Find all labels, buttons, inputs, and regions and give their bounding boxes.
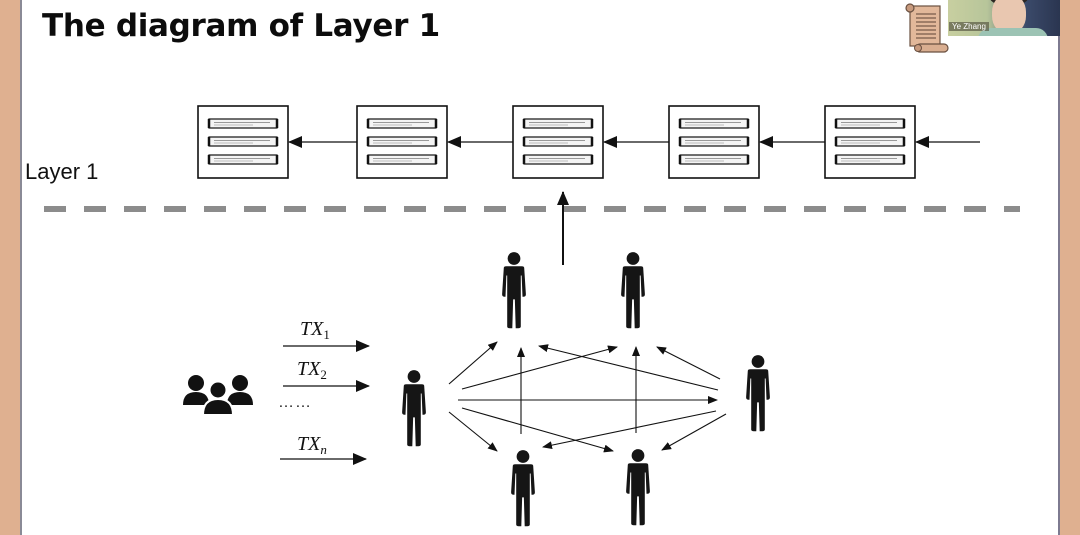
person-icon-sender [402, 370, 426, 447]
block [668, 105, 760, 179]
block [356, 105, 448, 179]
users-group-icon [183, 375, 253, 416]
block [512, 105, 604, 179]
slide [20, 0, 1060, 535]
tx-label-1: TX1 [300, 318, 330, 342]
tx-label-2: TX2 [297, 358, 327, 382]
person-icon-bottom-right [626, 449, 650, 526]
p2p-network [402, 191, 770, 527]
block-record [208, 136, 278, 147]
block [197, 105, 289, 179]
video-thumbnail[interactable]: Ye Zhang [948, 0, 1060, 36]
block-record [367, 136, 437, 147]
participant-name: Ye Zhang [949, 22, 989, 31]
block-record [367, 154, 437, 165]
tx-ellipsis: …… [278, 394, 312, 411]
scroll-icon [905, 3, 949, 53]
slide-title: The diagram of Layer 1 [42, 8, 440, 44]
block-record [835, 136, 905, 147]
transaction-arrows [280, 340, 370, 465]
block [824, 105, 916, 179]
block-record [679, 154, 749, 165]
block-record [523, 118, 593, 129]
network-arrow [542, 410, 717, 450]
block-record [367, 118, 437, 129]
network-arrow [448, 411, 498, 452]
person-icon-top-left [502, 252, 526, 329]
network-arrow [656, 346, 721, 380]
tx-label-n: TXn [297, 433, 327, 457]
participant-shirt [978, 28, 1048, 36]
block-record [679, 136, 749, 147]
block-record [679, 118, 749, 129]
block-record [208, 118, 278, 129]
block-record [523, 154, 593, 165]
network-arrow [461, 345, 618, 390]
network-arrow [448, 341, 498, 385]
layer-label: Layer 1 [25, 159, 99, 184]
person-icon-bottom-left [511, 450, 535, 527]
person-icon-right [746, 355, 770, 432]
network-arrow [538, 344, 719, 391]
block-record [835, 118, 905, 129]
block-record [835, 154, 905, 165]
network-arrow [661, 413, 727, 451]
network-arrow [461, 407, 614, 453]
block-record [208, 154, 278, 165]
block-record [523, 136, 593, 147]
blockchain [197, 105, 980, 179]
person-icon-top-right [621, 252, 645, 329]
